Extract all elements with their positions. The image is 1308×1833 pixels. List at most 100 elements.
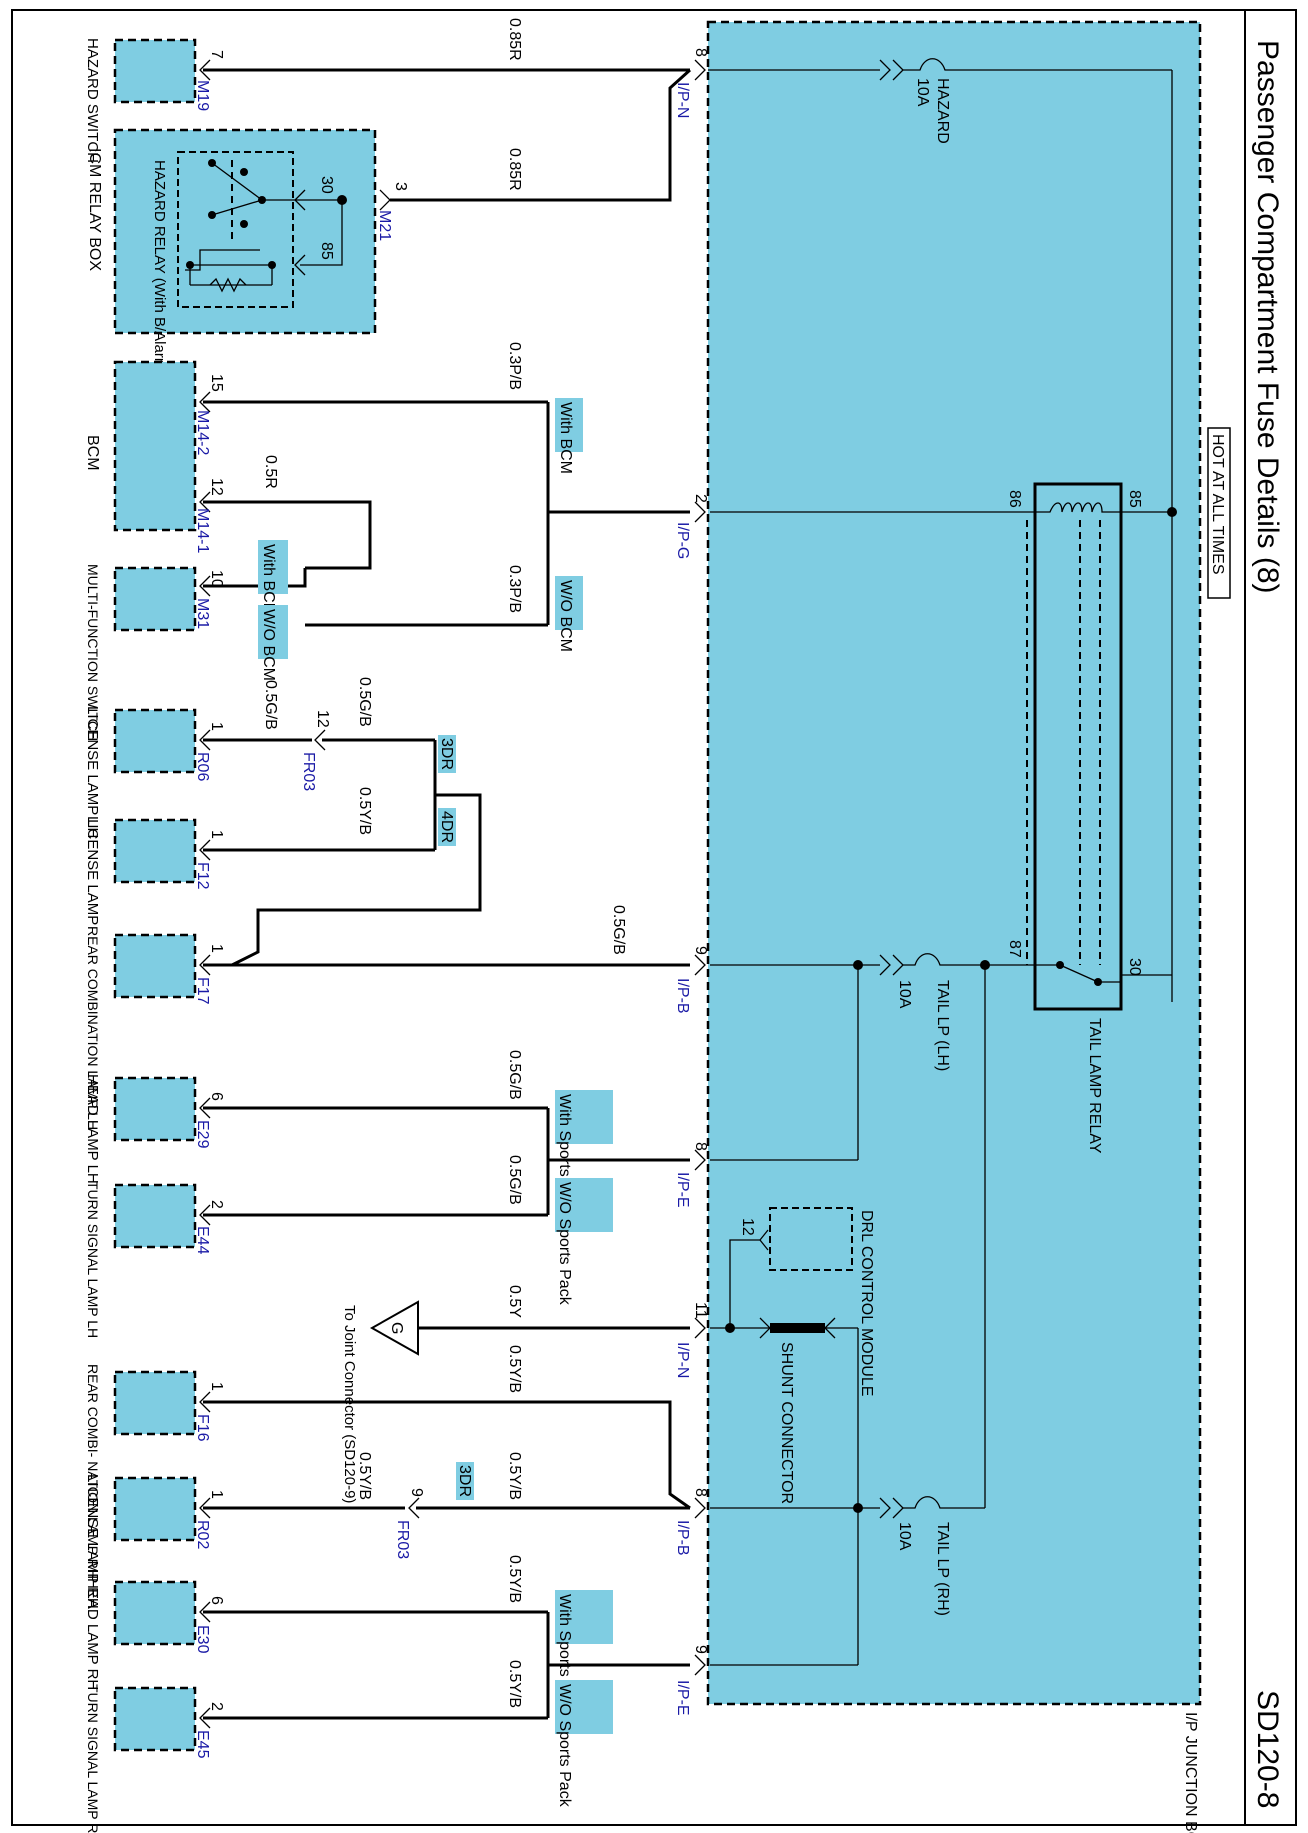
terminal-ip-b-9: 9 I/P-B (674, 946, 709, 1014)
diagram-label: E44 (194, 1226, 211, 1255)
option-wo-bcm-2: W/O BCM (260, 609, 277, 681)
ground-reference: G To Joint Connector (SD120-9) (341, 1300, 419, 1503)
diagram-label: 0.5Y/B (356, 787, 373, 835)
diagram-label: REAR COMBINATION LAMP LH (85, 926, 101, 1130)
terminal-ip-e-9: 9 I/P-E (674, 1645, 709, 1716)
drl-pin: 12 (739, 1218, 756, 1236)
option-with-bcm: With BCM (557, 402, 574, 474)
hazard-fuse-rating: 10A (914, 78, 931, 107)
license-lamp: LICENSE LAMP 1 F12 (84, 816, 225, 925)
relay-pin-86: 86 (1006, 490, 1023, 508)
license-lamp-rh: LICENSE LAMP RH 1 R02 (84, 1474, 225, 1609)
diagram-label: 9 (692, 1645, 709, 1654)
tail-lp-rh-name: TAIL LP (RH) (934, 1522, 951, 1616)
diagram-label: FR03 (300, 752, 317, 791)
diagram-label: 8 (692, 1488, 709, 1497)
wires (203, 68, 692, 1720)
diagram-label: M21 (376, 210, 393, 241)
diagram-label: 2 (692, 494, 709, 503)
option-wo-sports-rh: W/O Sports Pack (556, 1684, 573, 1808)
shunt-connector: SHUNT CONNECTOR (710, 1317, 859, 1508)
wire-labels: 0.85R 0.85R 0.3P/B 0.5R 0.3P/B 0.5G/B 0.… (262, 18, 627, 1708)
diagram-label: 12 (208, 478, 225, 496)
shunt-connector-label: SHUNT CONNECTOR (778, 1342, 795, 1504)
tail-lp-rh-rating: 10A (896, 1522, 913, 1551)
option-wo-bcm: W/O BCM (557, 580, 574, 652)
hazard-switch: HAZARD SWITCH 7 M19 (84, 38, 225, 163)
diagram-label: 2 (208, 1702, 225, 1711)
hazard-relay-pin-85: 85 (318, 242, 335, 260)
diagram-label: 0.85R (506, 148, 523, 191)
terminal-ip-b-8: 8 I/P-B (674, 1488, 709, 1556)
hazard-fuse-name: HAZARD (934, 78, 951, 144)
license-lamp-lh: LICENSE LAMP LH 1 R06 (84, 706, 225, 838)
option-4dr: 4DR (438, 811, 455, 843)
tail-lamp-relay: 86 85 87 30 TAIL LAMP RELAY (710, 482, 1143, 1154)
diagram-label: I/P-E (674, 1680, 691, 1716)
diagram-label: BCM (84, 435, 101, 471)
diagram-label: I/P-B (674, 978, 691, 1014)
rear-combination-lamp-rh: REAR COMBI- NATION LAMP RH 1 F16 (85, 1364, 225, 1579)
diagram-label: I/P-N (674, 1342, 691, 1378)
ground-symbol: G (388, 1322, 405, 1334)
diagram-label: M31 (194, 598, 211, 629)
junction-box-label: I/P JUNCTION BOX (1182, 1712, 1199, 1833)
bcm: BCM 15 M14-2 12 M14-1 (84, 360, 225, 553)
diagram-label: HAZARD SWITCH (84, 38, 101, 163)
diagram-label: 1 (208, 830, 225, 839)
diagram-label: I/P-N (674, 82, 691, 118)
diagram-label: REAR COMBI- NATION LAMP RH (85, 1364, 101, 1579)
diagram-label: I/P-E (674, 1172, 691, 1208)
option-tags: With BCM W/O BCM With BCM W/O BCM 3DR 4D… (258, 398, 613, 1808)
page-border (11, 9, 1297, 1826)
diagram-label: TURN SIGNAL LAMP LH (85, 1181, 101, 1338)
diagram-label: 9 (692, 946, 709, 955)
drl-control-module: DRL CONTROL MODULE 12 (729, 1207, 875, 1396)
icm-connector: 3 M21 (376, 182, 409, 241)
diagram-label: I/P-G (674, 522, 691, 559)
option-with-bcm-2: With BCM (260, 544, 277, 616)
hazard-fuse: HAZARD 10A (708, 58, 965, 144)
tail-lp-lh-rating: 10A (896, 980, 913, 1009)
tail-lp-lh-name: TAIL LP (LH) (934, 980, 951, 1071)
diagram-label: 2 (208, 1200, 225, 1209)
ip-terminals: 8 I/P-N 2 I/P-G 9 I/P-B 8 I/P-E 11 I/P-N… (674, 48, 709, 1716)
diagram-label: M19 (194, 80, 211, 111)
diagram-label: 0.5Y/B (356, 1452, 373, 1500)
terminal-ip-e-8: 8 I/P-E (674, 1142, 709, 1208)
inline-connector-fr03-b: 9 FR03 (394, 1488, 425, 1559)
tail-lamp-relay-name: TAIL LAMP RELAY (1086, 1018, 1103, 1154)
diagram-label: F16 (194, 1414, 211, 1442)
tail-lp-rh-fuse: TAIL LP (RH) 10A (710, 965, 986, 1666)
ground-text: To Joint Connector (SD120-9) (341, 1305, 358, 1503)
diagram-label: M14-2 (194, 410, 211, 455)
left-components: HAZARD SWITCH 7 M19 3 M21 BCM 15 M14-2 1… (84, 38, 409, 1833)
diagram-label: MULTI-FUNCTION SWITCH (85, 564, 101, 741)
icm-relay-box-label: ICM RELAY BOX (86, 148, 103, 271)
diagram-label: HEAD LAMP RH (84, 1578, 101, 1690)
terminal-ip-n-8: 8 I/P-N (674, 48, 709, 118)
diagram-label: E30 (194, 1625, 211, 1654)
diagram-label: E29 (194, 1120, 211, 1149)
relay-pin-85: 85 (1126, 490, 1143, 508)
diagram-label: 0.3P/B (506, 565, 523, 613)
diagram-label: 0.5Y/B (506, 1555, 523, 1603)
diagram-label: 10 (208, 570, 225, 588)
drl-module-name: DRL CONTROL MODULE (858, 1210, 875, 1396)
option-3dr-rh: 3DR (456, 1465, 473, 1497)
head-lamp-lh: HEAD LAMP LH 6 E29 (84, 1074, 225, 1184)
option-3dr: 3DR (438, 738, 455, 770)
relay-pin-87: 87 (1006, 940, 1023, 958)
diagram-label: LICENSE LAMP LH (84, 706, 101, 838)
diagram-label: F17 (194, 977, 211, 1005)
diagram-label: 1 (208, 722, 225, 731)
diagram-label: 11 (692, 1302, 709, 1319)
diagram-label: TURN SIGNAL LAMP RH (85, 1684, 101, 1833)
diagram-label: 15 (208, 374, 225, 392)
diagram-label: F12 (194, 862, 211, 890)
page-title: Passenger Compartment Fuse Details (8) (1251, 40, 1284, 594)
rear-combination-lamp-lh: REAR COMBINATION LAMP LH 1 F17 (85, 926, 225, 1130)
diagram-label: E45 (194, 1730, 211, 1759)
hazard-relay-label: HAZARD RELAY (With B/Alarm) (151, 160, 168, 375)
